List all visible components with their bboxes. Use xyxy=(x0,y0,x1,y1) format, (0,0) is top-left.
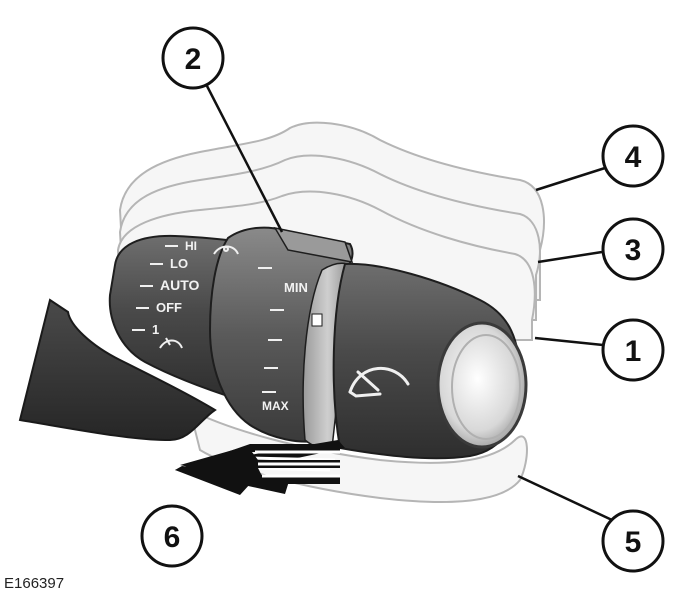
leader-3 xyxy=(537,250,603,264)
callout-1-label: 1 xyxy=(625,335,642,368)
collar-top-ridge xyxy=(273,226,354,263)
leader-4 xyxy=(535,166,606,192)
figure-reference-code: E166397 xyxy=(4,575,65,592)
callout-leader-lines xyxy=(205,85,613,522)
callout-3: 3 xyxy=(601,217,665,281)
callout-4-label: 4 xyxy=(625,141,642,174)
steering-column-shroud xyxy=(18,298,217,442)
push-direction-arrow xyxy=(175,440,345,495)
rain-sensor-icon xyxy=(213,245,239,255)
callout-markers: 2 4 3 1 5 6 xyxy=(140,26,665,573)
callout-2: 2 xyxy=(161,26,225,90)
stalk-tick-marks xyxy=(132,245,284,393)
label-hi: HI xyxy=(185,239,197,253)
washer-spray-icon xyxy=(159,337,183,349)
wiper-icon xyxy=(348,367,410,398)
callout-3-label: 3 xyxy=(625,234,642,267)
collar-indicator-mark xyxy=(311,313,323,327)
callout-1: 1 xyxy=(601,318,665,382)
callout-6-label: 6 xyxy=(164,521,181,554)
leader-2 xyxy=(205,85,284,233)
leader-5 xyxy=(517,474,613,522)
label-min: MIN xyxy=(284,280,308,295)
label-auto: AUTO xyxy=(160,277,200,293)
callout-4: 4 xyxy=(601,124,665,188)
callout-5-label: 5 xyxy=(625,526,642,559)
label-lo: LO xyxy=(170,256,188,271)
label-single: 1 xyxy=(152,322,159,337)
stalk-position-labels: HI LO AUTO OFF 1 MIN MAX xyxy=(152,239,308,413)
label-off: OFF xyxy=(156,300,182,315)
callout-2-label: 2 xyxy=(185,43,202,76)
callout-5: 5 xyxy=(601,509,665,573)
label-max: MAX xyxy=(262,399,289,413)
leader-1 xyxy=(534,336,604,347)
callout-6: 6 xyxy=(140,504,204,568)
end-cap-inner xyxy=(451,334,521,440)
